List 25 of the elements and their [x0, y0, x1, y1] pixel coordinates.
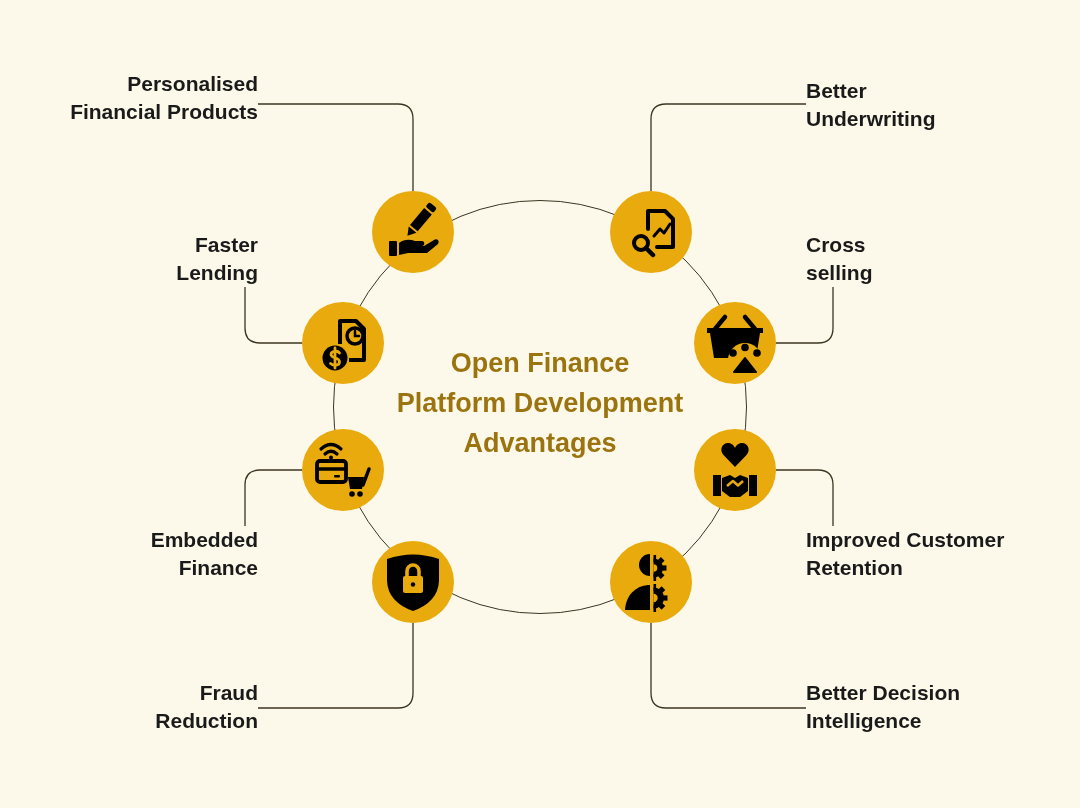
advantage-label: Better Decision Intelligence	[806, 679, 968, 735]
person-gear-icon	[610, 541, 692, 623]
leader-line	[650, 103, 807, 192]
basket-paw-icon	[694, 302, 776, 384]
leader-line	[244, 469, 303, 527]
document-clock-dollar-icon	[302, 302, 384, 384]
advantage-label: Fraud Reduction	[148, 679, 258, 735]
leader-line	[775, 469, 834, 527]
heart-handshake-icon	[694, 429, 776, 511]
leader-line	[257, 103, 414, 192]
card-cart-icon	[302, 429, 384, 511]
leader-line	[257, 622, 414, 709]
center-heading: Open Finance Platform Development Advantages	[395, 347, 685, 460]
leader-line	[775, 286, 834, 344]
advantage-label: Improved Customer Retention	[806, 526, 1012, 582]
leader-line	[650, 622, 807, 709]
leader-line	[244, 286, 303, 344]
hand-pencil-icon	[372, 191, 454, 273]
advantage-label: Faster Lending	[166, 231, 258, 287]
advantage-label: Cross selling	[806, 231, 882, 287]
advantage-label: Embedded Finance	[144, 526, 258, 582]
advantage-label: Better Underwriting	[806, 77, 946, 133]
shield-lock-icon	[372, 541, 454, 623]
document-chart-magnifier-icon	[610, 191, 692, 273]
advantage-label: Personalised Financial Products	[64, 70, 258, 126]
